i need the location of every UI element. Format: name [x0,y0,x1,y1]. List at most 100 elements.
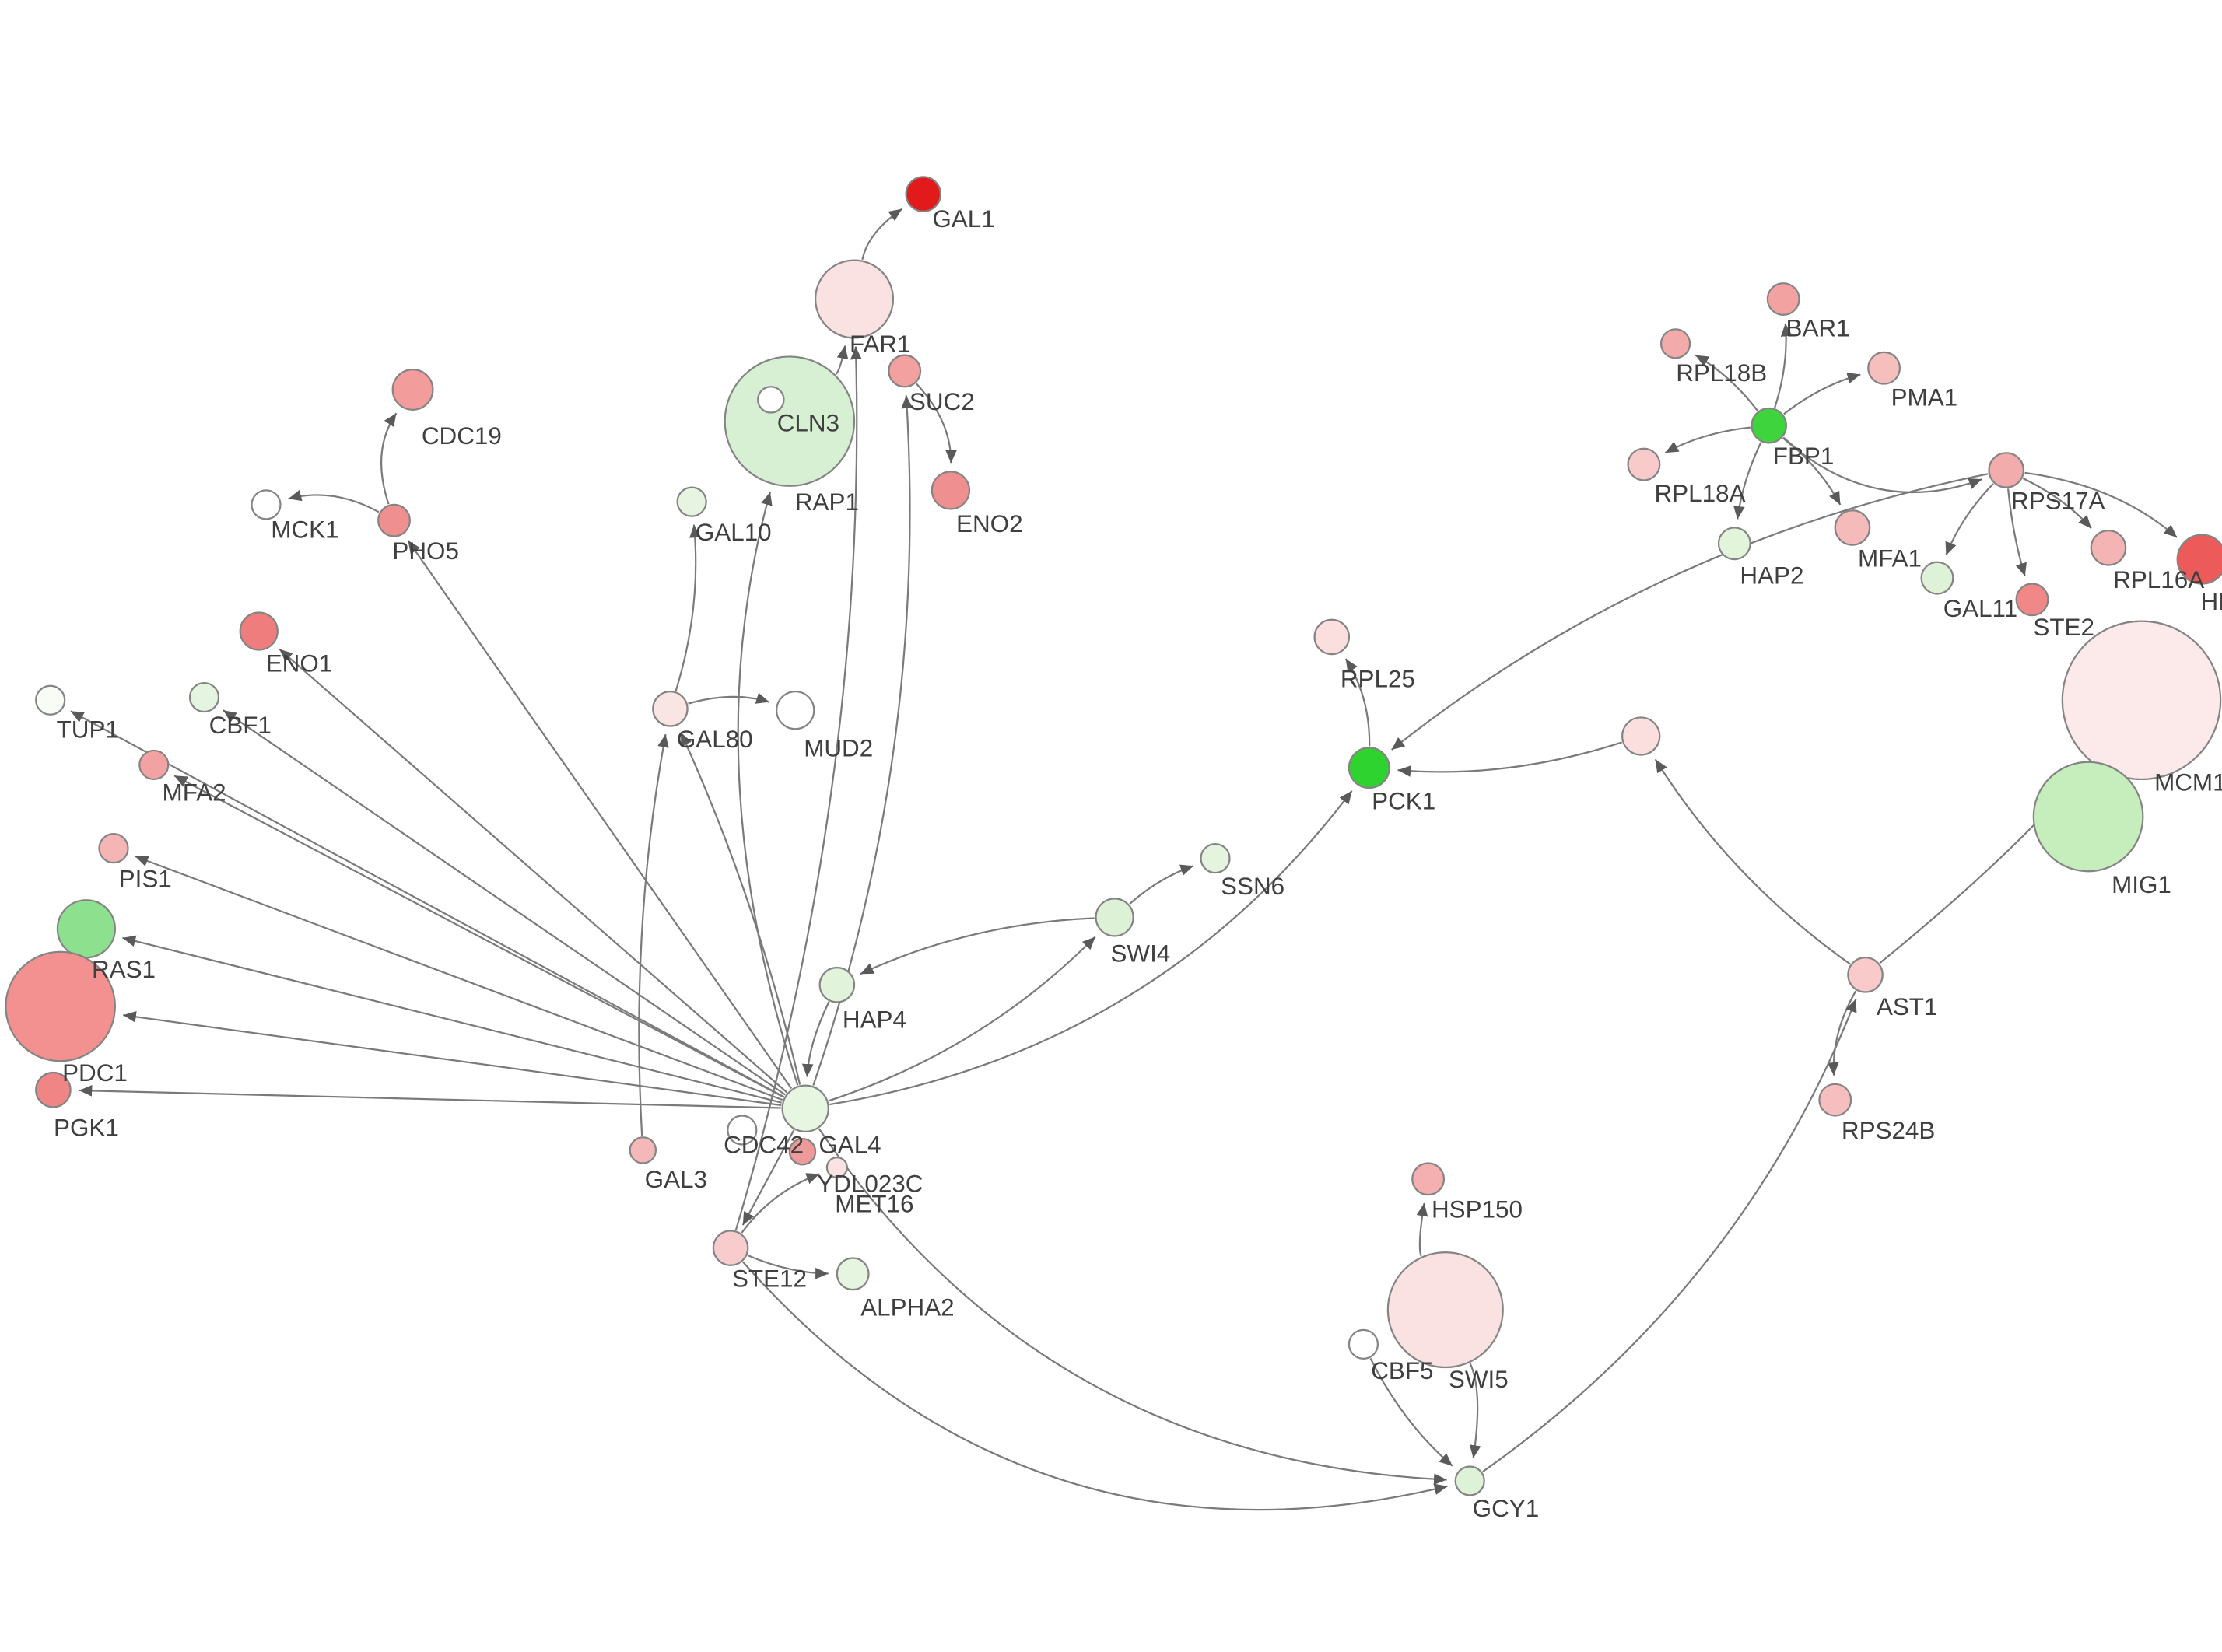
node-gal10[interactable] [676,486,707,517]
node-tup1[interactable] [35,684,66,716]
label-gal4: GAL4 [818,1132,881,1159]
label-suc2: SUC2 [909,388,975,415]
node-rps24b[interactable] [1818,1083,1852,1117]
node-rap1[interactable] [757,386,785,414]
node-gal80[interactable] [652,691,689,727]
node-ssn6[interactable] [1200,842,1231,874]
node-ste2[interactable] [2015,583,2049,617]
edge-swi5-hsp150 [1416,1202,1428,1257]
edge-fbp1-rps17a [1782,437,1982,494]
node-node_u[interactable] [1621,716,1661,756]
node-cbf1[interactable] [188,681,220,713]
label-alpha2: ALPHA2 [860,1293,954,1321]
node-rpl18b[interactable] [1659,328,1691,359]
node-pho5[interactable] [377,503,411,537]
node-swi5[interactable] [1386,1251,1504,1369]
node-suc2[interactable] [888,354,922,388]
node-mfa1[interactable] [1834,509,1871,546]
node-rps17a[interactable] [1988,452,2025,488]
label-hsp150: HSP150 [1432,1196,1523,1223]
label-ras1: RAS1 [92,956,156,983]
node-cdc42[interactable] [727,1115,758,1146]
node-gal3[interactable] [629,1136,657,1164]
edge-gal4-pho5 [407,540,793,1090]
edge-node_u-pck1 [1397,741,1622,777]
label-pma1: PMA1 [1891,383,1958,411]
node-rpl18a[interactable] [1627,447,1661,481]
edge-ste12-alpha2 [747,1254,829,1279]
label-bar1: BAR1 [1786,315,1850,342]
node-mck1[interactable] [251,489,282,520]
node-cdc19[interactable] [391,368,434,411]
node-hap4[interactable] [818,966,856,1003]
node-gal4[interactable] [781,1084,829,1132]
node-swi4[interactable] [1095,898,1134,937]
node-hsp150[interactable] [1411,1162,1446,1196]
node-pis1[interactable] [98,833,129,864]
node-mud2[interactable] [776,691,815,730]
label-gal1: GAL1 [932,205,994,233]
node-rpl16a[interactable] [2090,530,2127,566]
node-pgk1[interactable] [35,1071,72,1108]
edge-swi5-gcy1 [1469,1363,1481,1458]
edge-gal4-pdc1 [123,1011,782,1107]
node-cln3[interactable] [724,355,856,487]
node-ydl023c[interactable] [788,1137,817,1166]
node-ste12[interactable] [712,1230,749,1266]
label-eno2: ENO2 [956,510,1023,537]
label-rpl18b: RPL18B [1676,359,1767,387]
label-gal10: GAL10 [696,519,772,546]
edge-gal4-pck1 [829,790,1353,1106]
label-far1: FAR1 [850,331,911,358]
node-gal11[interactable] [1920,561,1954,595]
node-far1[interactable] [815,259,895,339]
edge-pck1-rpl25 [1344,658,1371,747]
node-pck1[interactable] [1348,747,1390,789]
label-swi4: SWI4 [1110,940,1170,968]
edge-gal4-cbf1 [223,709,786,1096]
label-his4: HIS4 [2200,588,2222,615]
node-mcm1[interactable] [2061,620,2222,781]
edge-gal4-pis1 [135,855,783,1101]
edge-fbp1-pma1 [1783,372,1861,415]
node-pdc1[interactable] [5,950,116,1062]
node-fbp1[interactable] [1751,407,1788,444]
edge-gal4-gcy1 [818,1128,1447,1486]
edge-swi4-hap4 [860,917,1095,975]
node-hap2[interactable] [1717,527,1751,561]
node-pma1[interactable] [1867,351,1901,385]
node-ast1[interactable] [1847,957,1884,993]
edge-rps17a-pck1 [1390,473,1989,751]
label-pis1: PIS1 [119,866,172,893]
node-eno1[interactable] [239,611,279,651]
label-cbf5: CBF5 [1371,1357,1433,1384]
node-gal1[interactable] [905,176,942,212]
node-his4[interactable] [2176,534,2222,585]
node-ras1[interactable] [56,899,116,959]
label-ste12: STE12 [732,1265,807,1292]
node-mfa2[interactable] [138,749,170,781]
label-rps17a: RPS17A [2011,487,2105,514]
node-rpl25[interactable] [1313,618,1351,656]
edge-ste12-met16 [741,1173,820,1234]
label-hap2: HAP2 [1740,562,1803,590]
node-bar1[interactable] [1766,282,1800,316]
label-pdc1: PDC1 [62,1059,128,1087]
label-ydl023c: YDL023C [817,1170,923,1197]
edge-gcy1-ast1 [1482,998,1857,1473]
edge-pho5-cdc19 [380,412,398,505]
label-hap4: HAP4 [843,1006,906,1034]
label-ste2: STE2 [2033,614,2094,641]
edge-gal3-gal80 [638,733,669,1136]
edge-gal4-tup1 [70,710,784,1098]
node-gcy1[interactable] [1454,1465,1485,1496]
edge-cbf5-gcy1 [1369,1358,1453,1467]
node-met16[interactable] [825,1156,848,1179]
node-alpha2[interactable] [836,1257,870,1291]
node-cbf5[interactable] [1348,1328,1379,1360]
node-eno2[interactable] [931,471,971,510]
node-mig1[interactable] [2032,761,2144,873]
label-mud2: MUD2 [804,734,873,761]
label-gcy1: GCY1 [1473,1495,1540,1522]
